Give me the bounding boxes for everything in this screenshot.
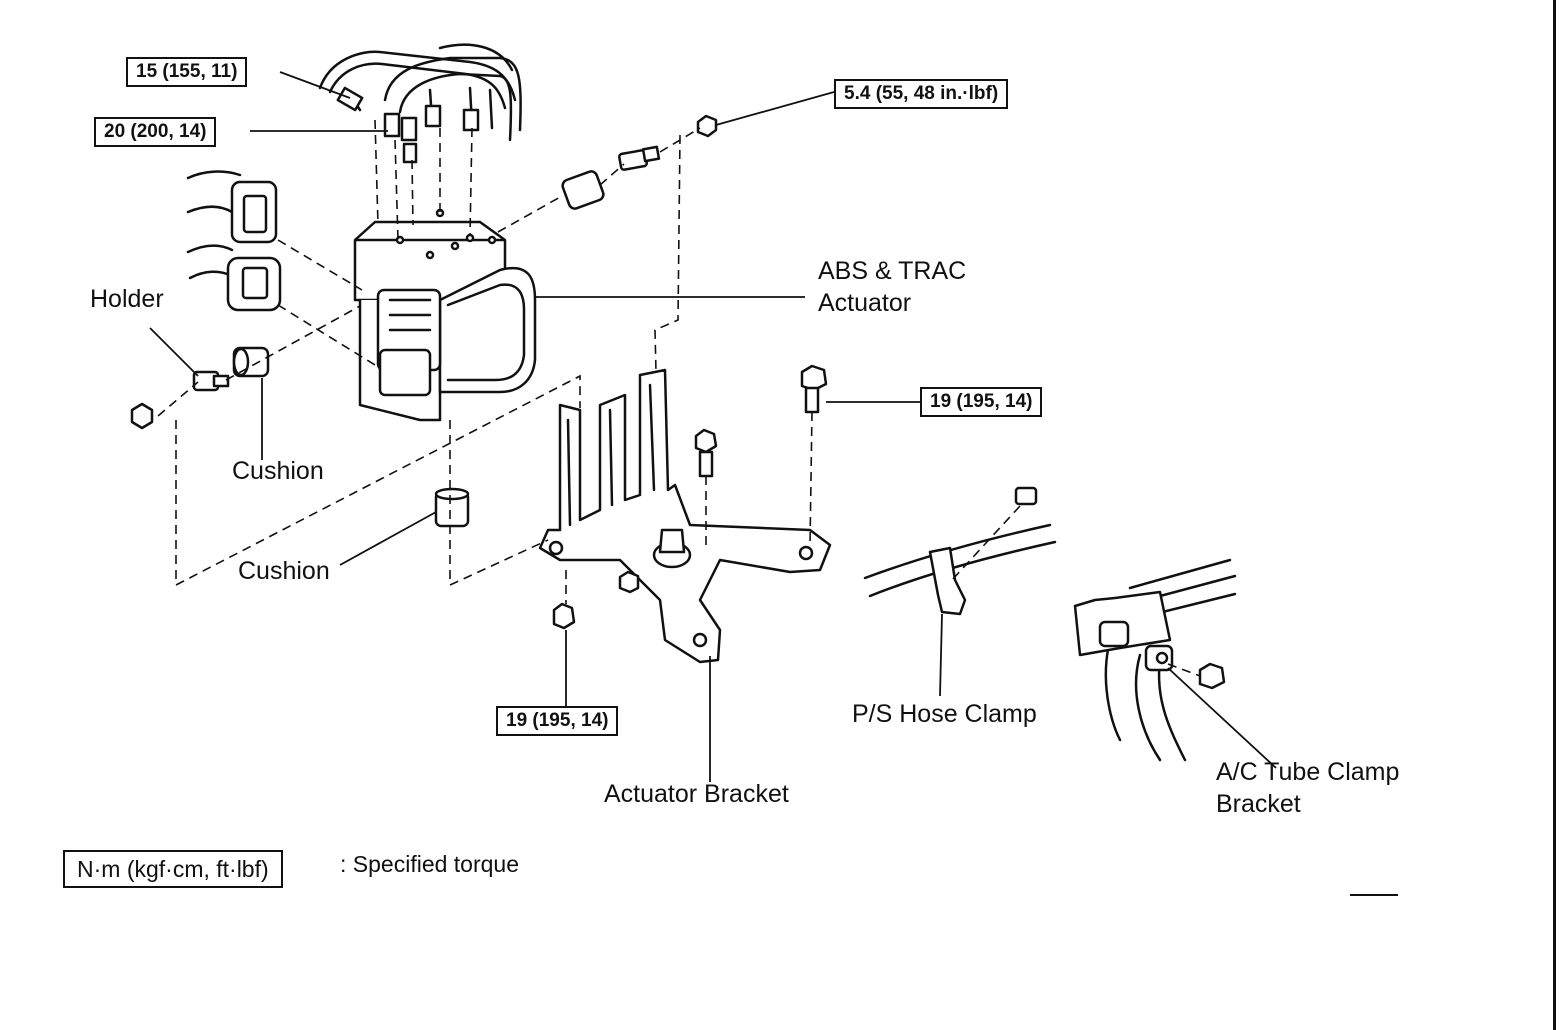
- cushion-lower: [434, 487, 470, 528]
- torque-label-bracket-bolt-right: 19 (195, 14): [920, 387, 1043, 417]
- holder-bolt-right: [618, 145, 661, 171]
- actuator-bracket: [538, 368, 832, 664]
- page-border-right: [1553, 0, 1556, 1030]
- label-actuator-bracket: Actuator Bracket: [604, 780, 789, 808]
- label-ac-bracket-line1: A/C Tube Clamp: [1216, 758, 1400, 786]
- torque-label-brake-tube-20: 20 (200, 14): [94, 117, 217, 147]
- ps-hose: [863, 523, 1057, 598]
- abs-trac-actuator: [353, 208, 537, 422]
- holder-nut: [130, 402, 154, 430]
- label-cushion-lower: Cushion: [238, 557, 330, 585]
- cushion-left: [232, 346, 270, 378]
- label-ac-bracket-line2: Bracket: [1216, 790, 1301, 818]
- bracket-bolt-center: [694, 428, 718, 478]
- legend-description: : Specified torque: [340, 851, 520, 877]
- assembly-lines: [157, 119, 1201, 677]
- torque-label-brake-tube-15: 15 (155, 11): [126, 57, 248, 87]
- leader-lines: [149, 71, 1277, 782]
- tube-fittings: [336, 86, 480, 164]
- label-ps-hose-clamp: P/S Hose Clamp: [852, 700, 1037, 728]
- bracket-bolt-right: [800, 364, 828, 414]
- holder-bolt: [192, 370, 230, 392]
- torque-label-holder-nut: 5.4 (55, 48 in.·lbf): [834, 79, 1009, 109]
- wire-connectors: [186, 170, 282, 312]
- brake-tubes: [318, 43, 522, 142]
- label-abs-trac-line2: Actuator: [818, 289, 912, 317]
- ac-tube-clamp-bracket: [1073, 590, 1226, 690]
- label-holder: Holder: [90, 285, 164, 313]
- cushion-upper-right: [561, 170, 605, 210]
- nut-upper-right: [696, 114, 718, 138]
- bracket-nut-lower: [552, 602, 576, 630]
- torque-label-bracket-nut-lower: 19 (195, 14): [496, 706, 619, 736]
- label-cushion-upper: Cushion: [232, 457, 324, 485]
- ps-hose-clamp: [928, 486, 1038, 616]
- legend-unit-box: N·m (kgf·cm, ft·lbf): [63, 850, 283, 888]
- label-abs-trac-line1: ABS & TRAC: [818, 257, 967, 285]
